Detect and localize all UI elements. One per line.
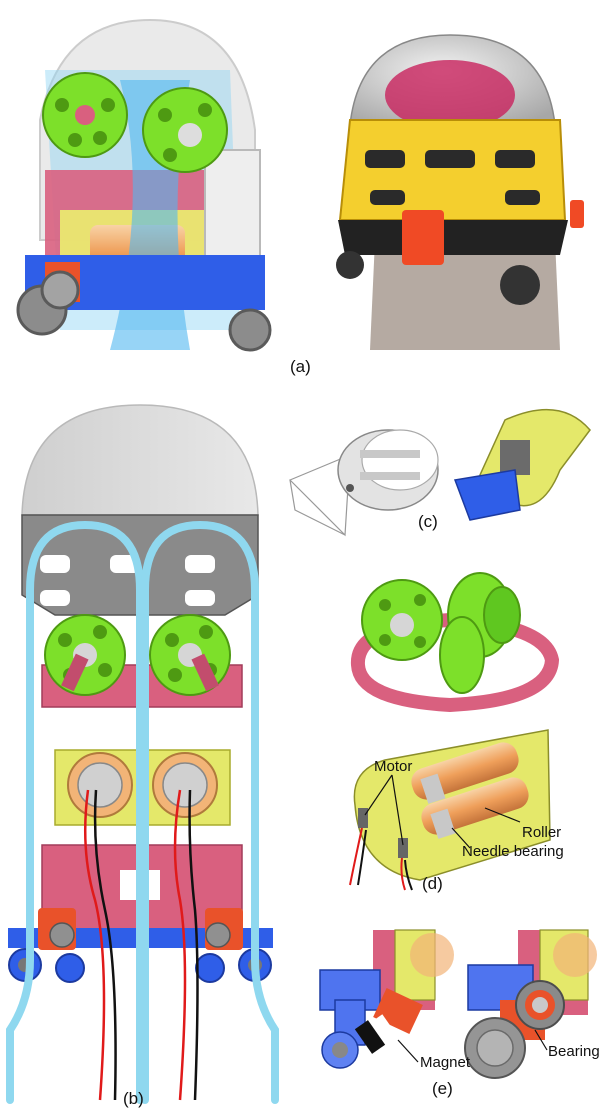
pink-axle-left [61,653,89,692]
photo-slot-4 [370,190,405,205]
roller-lower-d [421,777,529,839]
motor-bearing-left-b [67,752,133,818]
wire-red-right [173,789,187,1101]
photo-red-clip-left [402,210,444,265]
panel-label-a: (a) [290,357,311,376]
roller-upper-d [411,742,519,804]
leader-magnet [397,1039,419,1063]
callout-magnet: Magnet [420,1054,471,1071]
panel-label-e: (e) [432,1079,453,1098]
leader-bearing [534,1029,548,1051]
wires-d-black [357,829,413,891]
bearing-wheel-a-left-2 [40,270,80,310]
wheel-center-d [439,616,485,694]
detail-magnet-view [319,929,454,1069]
bearing-wheel-a-right [228,308,272,352]
panel-e-details [319,929,597,1079]
wheel-right-b [149,614,231,696]
photo-black-wheel-left [336,251,364,279]
motor-bearing-right-b [152,752,218,818]
cage-window-4 [40,590,70,606]
wheel-left-b [44,614,126,696]
wheel-right-a [142,87,228,173]
gray-roller-right-b [205,922,231,948]
belt-loop-right [141,520,279,1104]
photo-magenta-wheels [385,60,515,130]
dome-b [21,404,259,516]
photo-slot-5 [505,190,540,205]
callout-needle-bearing: Needle bearing [462,843,564,860]
blue-joint-left-b [8,948,85,983]
leader-needle-bearing [451,827,471,849]
cage-window-5 [185,590,215,606]
leader-motor-2 [391,774,404,846]
detail-bearing-view [464,929,597,1079]
panel-a-photo [330,20,595,350]
callout-bearing: Bearing [548,1043,600,1060]
leader-roller [484,807,521,823]
wheel-left-d [361,579,443,661]
wire-black-right [188,789,199,1101]
panel-label-b: (b) [123,1089,144,1108]
motor-right-d [398,838,408,858]
cage-window-1 [40,555,70,573]
belt-loop-left [6,520,144,1104]
gray-ring-shell [337,429,439,511]
panel-c-shell-parts [288,408,591,537]
photo-black-base [338,220,568,255]
gray-roller-left-b [49,922,75,948]
photo-slot-2 [425,150,475,168]
wheel-left-a [42,72,128,158]
panel-label-c: (c) [418,512,438,531]
pink-axle-right [191,653,219,692]
photo-slot-3 [495,150,535,168]
photo-red-clip-right [570,200,584,228]
panel-label-d: (d) [422,874,443,893]
wire-red-left [83,789,106,1101]
callout-motor: Motor [374,758,413,775]
yellow-carrier-with-blue-mount [453,408,591,521]
callout-roller: Roller [522,824,562,841]
photo-slot-1 [365,150,405,168]
wires-d [349,827,406,891]
panel-b-section-view [6,404,279,1104]
projection-wireframe [288,454,351,537]
panel-d-drive-assembly [349,572,560,891]
wire-black-left [93,789,117,1101]
photo-black-wheel-right [500,265,540,305]
cage-window-3 [185,555,215,573]
leader-motor-1 [364,774,393,816]
panel-a-cutaway-render [16,18,272,352]
motor-left-d [358,808,368,828]
